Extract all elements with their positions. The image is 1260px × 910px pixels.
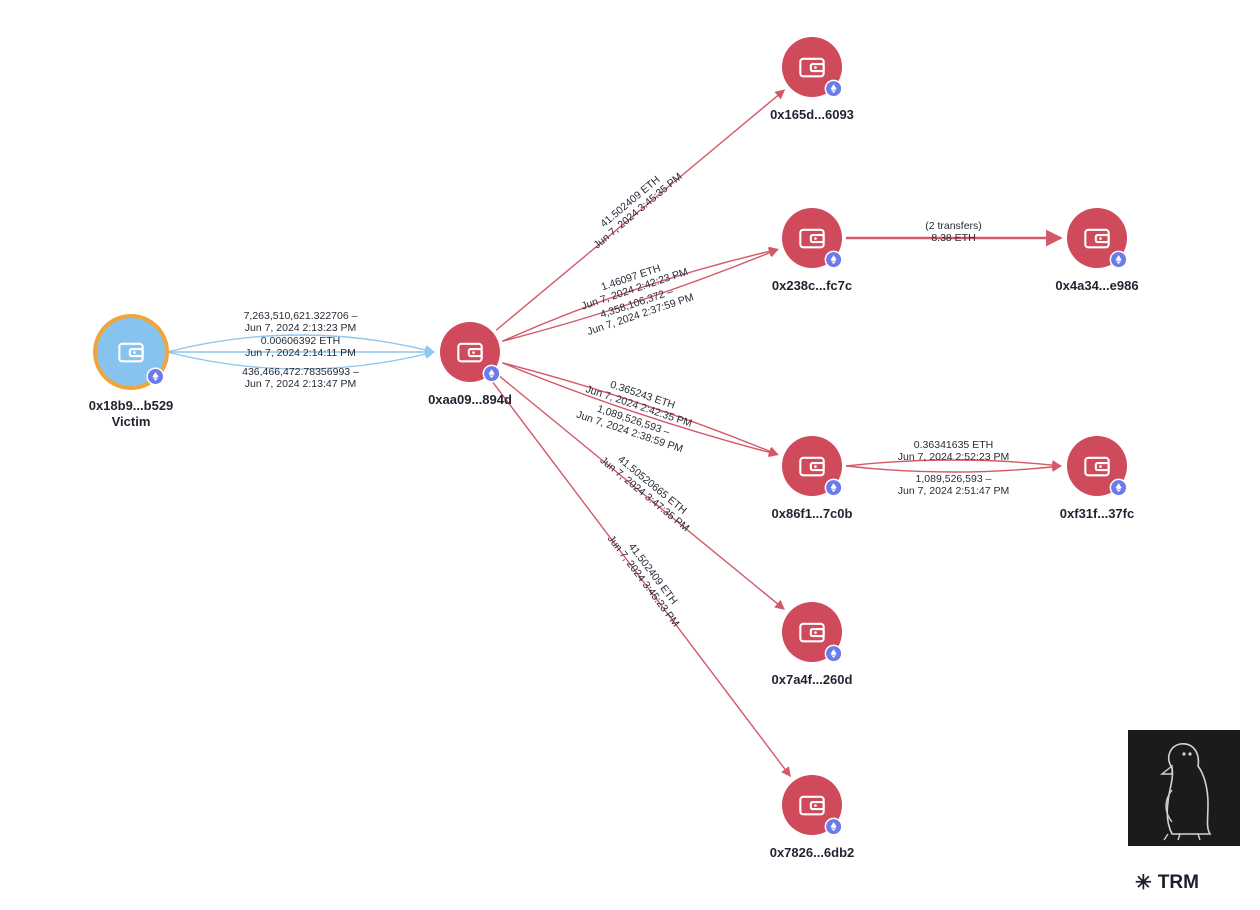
node-circle <box>782 208 842 268</box>
node-circle <box>97 318 165 386</box>
node-n7a4f[interactable]: 0x7a4f...260d <box>772 602 853 687</box>
edge-hub-n165d <box>495 89 786 331</box>
edge-timestamp: Jun 7, 2024 2:13:23 PM <box>245 322 357 334</box>
edge-amount: 7,263,510,621.322706 – <box>244 310 358 322</box>
trm-logo: ✳ TRM <box>1135 872 1199 894</box>
edge-hub-n238c <box>501 246 779 342</box>
edge-n86f1-nf31f <box>845 462 1062 473</box>
penguin-icon <box>1160 743 1212 841</box>
node-n165d[interactable]: 0x165d...6093 <box>770 37 854 122</box>
edge-timestamp: Jun 7, 2024 2:13:47 PM <box>245 378 357 390</box>
node-circle <box>782 37 842 97</box>
edge-timestamp: Jun 7, 2024 2:52:23 PM <box>898 451 1010 463</box>
penguin-mascot <box>1128 730 1240 846</box>
node-circle <box>1067 208 1127 268</box>
edge-amount: 0.00606392 ETH <box>261 335 340 347</box>
edge-amount: 1,089,526,593 – <box>916 473 992 485</box>
edge-amount: (2 transfers) <box>925 220 982 232</box>
node-n86f1[interactable]: 0x86f1...7c0b <box>772 436 853 521</box>
edge-hub-n7826 <box>489 378 791 778</box>
node-address: 0x238c...fc7c <box>772 278 852 293</box>
edge-timestamp: Jun 7, 2024 3:47:35 PM <box>598 454 692 534</box>
edge-timestamp: Jun 7, 2024 2:51:47 PM <box>898 485 1010 497</box>
node-n238c[interactable]: 0x238c...fc7c <box>772 208 852 293</box>
node-n4a34[interactable]: 0x4a34...e986 <box>1055 208 1139 293</box>
edge-victim-hub <box>166 334 435 355</box>
node-address: 0x165d...6093 <box>770 107 854 122</box>
edge-amount: 0.36341635 ETH <box>914 439 993 451</box>
edge-labels-layer: 7,263,510,621.322706 –Jun 7, 2024 2:13:2… <box>242 171 1010 629</box>
edge-hub-n238c <box>502 248 779 342</box>
node-sublabel: Victim <box>112 414 151 429</box>
node-circle <box>782 436 842 496</box>
node-circle <box>782 775 842 835</box>
node-circle <box>782 602 842 662</box>
edge-amount: 436,466,472.78356993 – <box>242 366 359 378</box>
node-hub[interactable]: 0xaa09...894d <box>428 322 512 407</box>
edge-hub-n7a4f <box>495 372 785 610</box>
node-address: 0x18b9...b529 <box>89 398 174 413</box>
edge-timestamp: Jun 7, 2024 3:45:23 PM <box>605 533 682 629</box>
edge-label: 1,089,526,593 –Jun 7, 2024 2:51:47 PM <box>898 473 1010 497</box>
node-address: 0xaa09...894d <box>428 392 512 407</box>
edge-victim-hub <box>166 349 435 370</box>
node-address: 0xf31f...37fc <box>1060 506 1134 521</box>
edge-n86f1-nf31f <box>845 459 1062 470</box>
node-circle <box>440 322 500 382</box>
edge-hub-n86f1 <box>501 362 779 458</box>
trm-star-icon: ✳ <box>1135 872 1152 894</box>
edge-hub-n86f1 <box>502 362 779 456</box>
edge-timestamp: Jun 7, 2024 3:45:35 PM <box>591 171 684 252</box>
edges-layer <box>166 89 1063 778</box>
edge-timestamp: Jun 7, 2024 2:14:11 PM <box>245 347 356 359</box>
node-n7826[interactable]: 0x7826...6db2 <box>770 775 855 860</box>
node-address: 0x7826...6db2 <box>770 845 855 860</box>
node-address: 0x4a34...e986 <box>1055 278 1138 293</box>
node-address: 0x86f1...7c0b <box>772 506 853 521</box>
node-circle <box>1067 436 1127 496</box>
brand-text: TRM <box>1157 872 1199 893</box>
edge-timestamp: 8.38 ETH <box>931 232 975 244</box>
edge-label: (2 transfers)8.38 ETH <box>925 220 982 244</box>
node-address: 0x7a4f...260d <box>772 672 853 687</box>
node-nf31f[interactable]: 0xf31f...37fc <box>1060 436 1134 521</box>
edge-label: 436,466,472.78356993 –Jun 7, 2024 2:13:4… <box>242 366 359 390</box>
edge-label: 7,263,510,621.322706 –Jun 7, 2024 2:13:2… <box>244 310 358 334</box>
